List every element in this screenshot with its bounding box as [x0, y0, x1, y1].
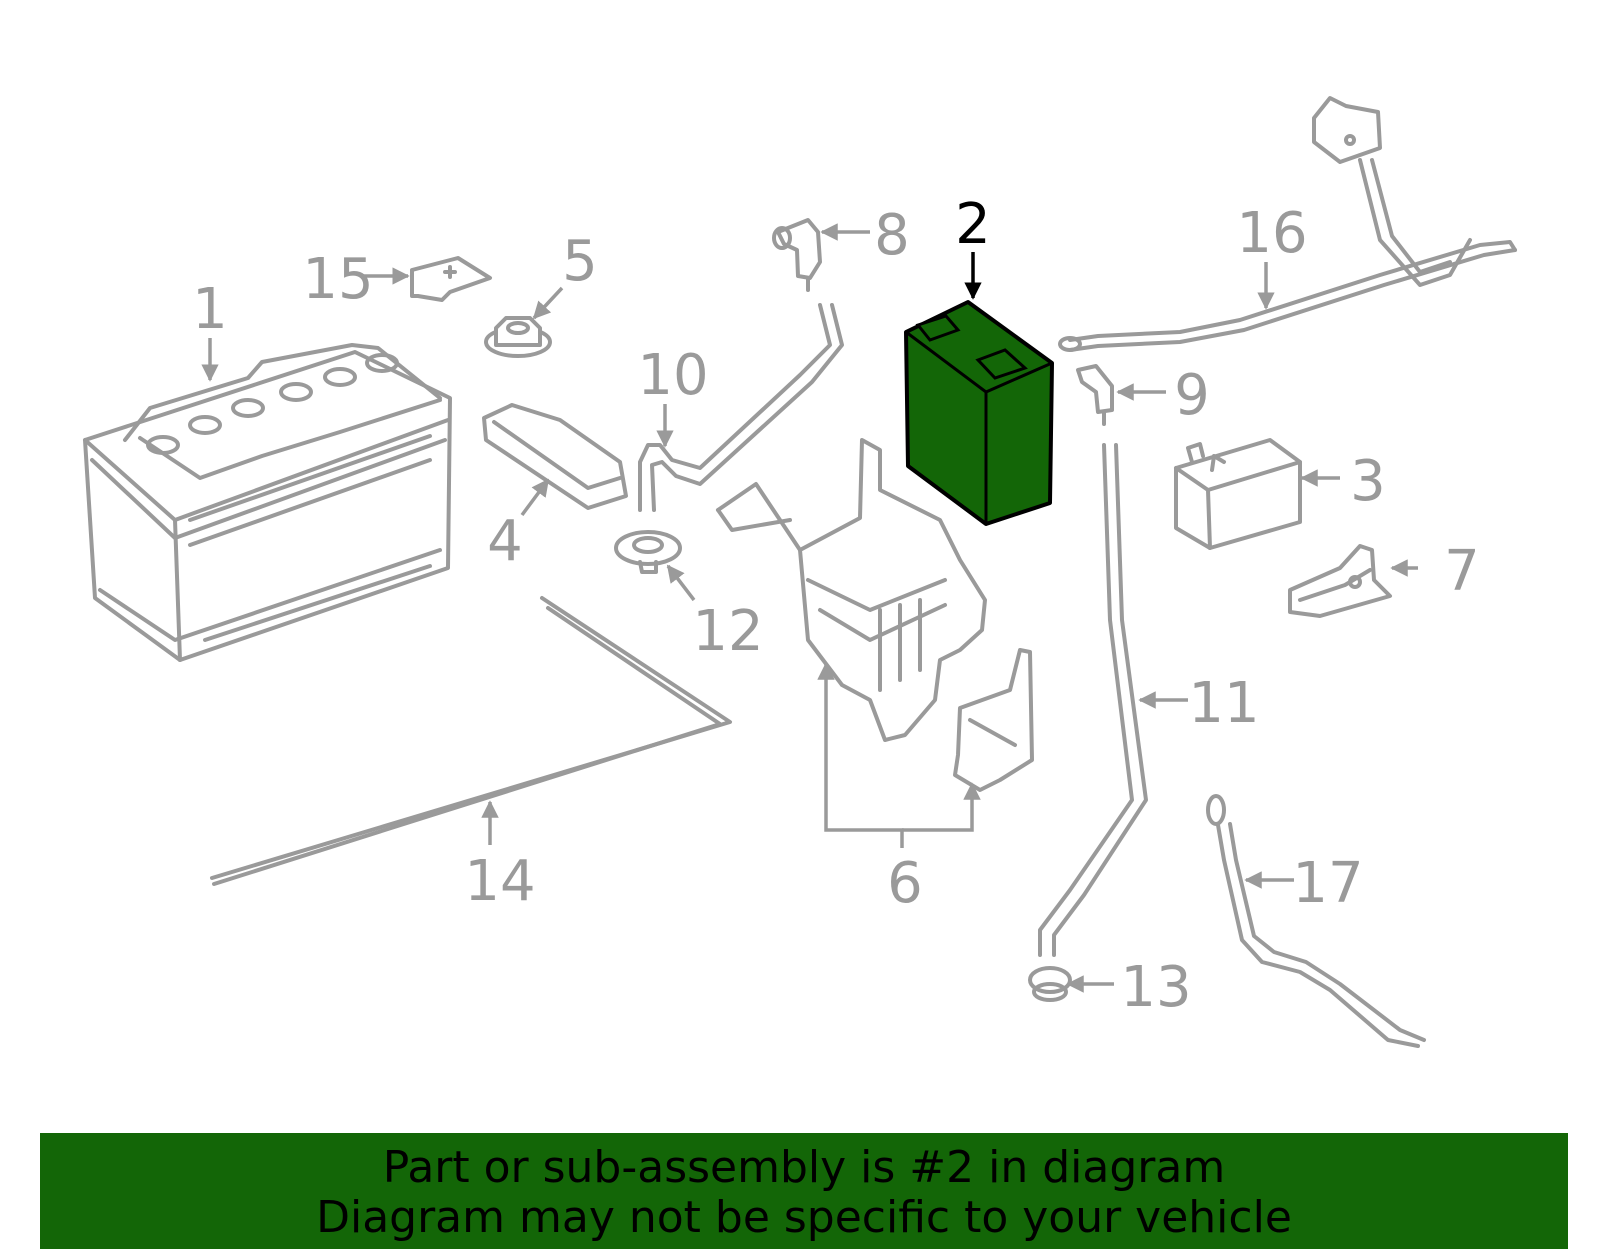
callout-16: 16	[1236, 201, 1307, 266]
parts-diagram: 1 2 3 4 5 6 7 8 9 10 11 12 13 14 15 16 1…	[83, 96, 1517, 1048]
part-3-module	[1174, 438, 1302, 550]
part-9-elbow	[1076, 364, 1114, 426]
callout-4: 4	[487, 509, 523, 574]
callout-2: 2	[955, 192, 991, 257]
callout-17: 17	[1292, 851, 1363, 916]
part-12-grommet	[614, 530, 682, 574]
leader-6b	[902, 782, 981, 832]
part-1-main-battery	[83, 343, 452, 662]
callout-11: 11	[1188, 671, 1259, 736]
callout-9: 9	[1174, 363, 1210, 428]
leader-lines	[201, 223, 1418, 993]
callout-5: 5	[562, 229, 598, 294]
banner-line-disclaimer: Diagram may not be specific to your vehi…	[316, 1192, 1292, 1243]
leader-6	[817, 662, 904, 848]
part-4-hold-down	[482, 403, 628, 510]
callout-6: 6	[887, 851, 923, 916]
callout-14: 14	[464, 849, 535, 914]
part-15-terminal-cover	[410, 256, 492, 302]
part-11-tube	[1038, 443, 1148, 957]
info-banner: Part or sub-assembly is #2 in diagram Di…	[40, 1133, 1568, 1249]
callout-12: 12	[692, 599, 763, 664]
part-10-vent-tube	[638, 303, 844, 512]
part-6-battery-tray	[716, 438, 1034, 792]
part-16-cable	[1058, 96, 1517, 352]
part-17-ground-strap	[1206, 794, 1426, 1048]
callout-3: 3	[1350, 449, 1386, 514]
callout-10: 10	[637, 343, 708, 408]
part-8-elbow	[772, 218, 822, 292]
part-5-nut	[484, 316, 552, 358]
callout-1: 1	[192, 277, 228, 342]
leader-5	[532, 286, 564, 320]
callout-13: 13	[1120, 955, 1191, 1020]
leader-4	[520, 478, 550, 517]
part-14-rod	[210, 596, 732, 886]
callout-8: 8	[874, 203, 910, 268]
callout-7: 7	[1444, 539, 1480, 604]
part-13-grommet	[1028, 966, 1072, 1002]
banner-line-part-number: Part or sub-assembly is #2 in diagram	[382, 1142, 1226, 1193]
callout-labels: 1 2 3 4 5 6 7 8 9 10 11 12 13 14 15 16 1…	[192, 192, 1480, 1020]
part-7-bracket	[1288, 544, 1392, 618]
leader-12	[666, 564, 696, 602]
callout-15: 15	[302, 247, 373, 312]
part-2-auxiliary-battery	[904, 300, 1054, 526]
